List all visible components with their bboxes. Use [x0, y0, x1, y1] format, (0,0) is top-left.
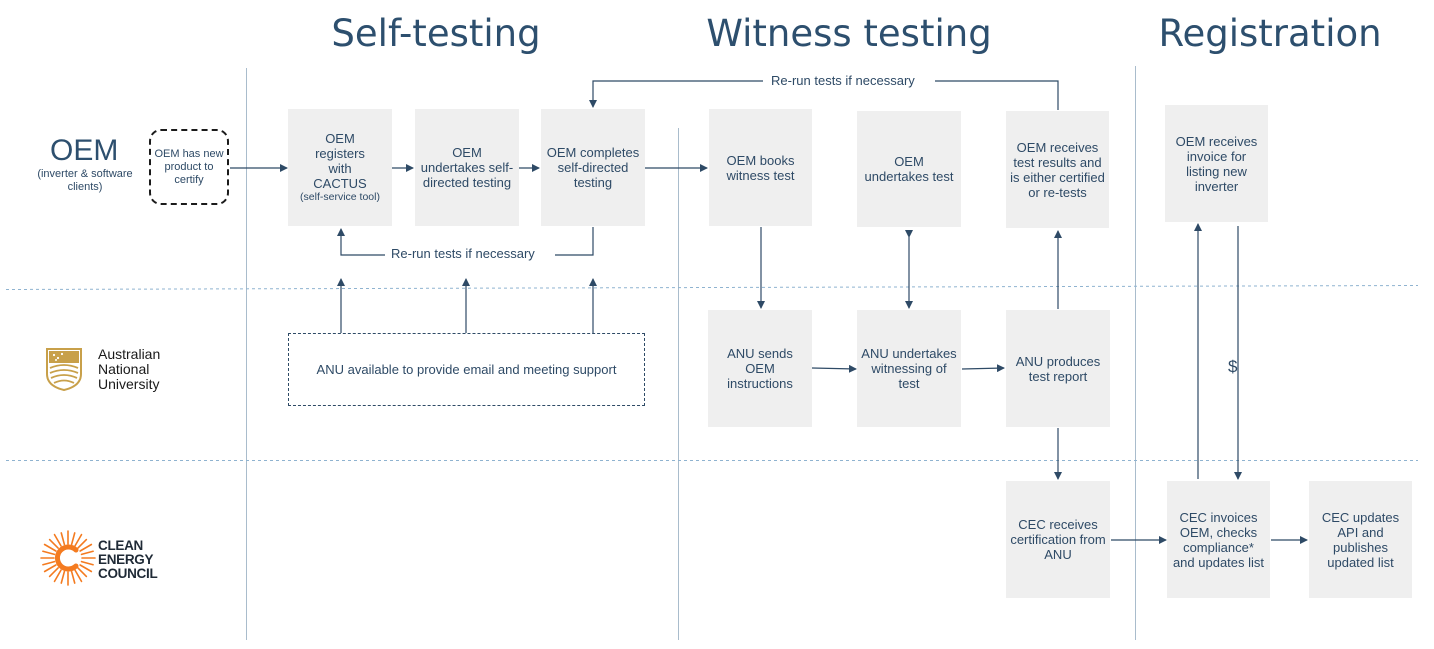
box-oem-receives-results: OEM receives test results and is either … — [1006, 111, 1109, 228]
heading-registration: Registration — [1158, 12, 1382, 55]
lane-oem-subtitle: (inverter & software clients) — [37, 168, 133, 193]
oem-new-product: OEM has new product to certify — [149, 129, 229, 205]
loop-rerun-top-arrow — [589, 80, 763, 108]
box-oem-undertakes-test: OEM undertakes test — [857, 111, 961, 227]
cec-sun-icon — [40, 530, 96, 586]
lane-divider-1 — [5, 285, 1419, 290]
label-rerun-self: Re-run tests if necessary — [385, 246, 541, 262]
arrow-witness-report — [961, 364, 1005, 373]
box-cec-invoices: CEC invoices OEM, checks compliance* and… — [1167, 481, 1270, 598]
heading-self-testing: Self-testing — [331, 12, 541, 55]
loop-rerun-self-arrow — [337, 228, 388, 256]
payment-symbol: $ — [1228, 357, 1238, 376]
box-cec-updates: CEC updates API and publishes updated li… — [1309, 481, 1412, 598]
box-oem-registers: OEM registers with CACTUS (self-service … — [288, 109, 392, 226]
box-anu-report: ANU produces test report — [1006, 310, 1110, 427]
anu-crest-icon — [46, 348, 82, 392]
box-oem-completes-self: OEM completes self-directed testing — [541, 109, 645, 226]
anu-logo-text: Australian National University — [98, 346, 161, 392]
cec-logo-text: CLEAN ENERGY COUNCIL — [98, 538, 158, 581]
box-oem-undertakes-self: OEM undertakes self-directed testing — [415, 109, 519, 226]
box-oem-books: OEM books witness test — [709, 109, 812, 226]
loop-rerun-top — [935, 80, 1059, 110]
box-anu-support: ANU available to provide email and meeti… — [288, 333, 645, 406]
box-anu-witness: ANU undertakes witnessing of test — [857, 310, 961, 427]
heading-witness-testing: Witness testing — [706, 12, 992, 55]
box-oem-registers-text: OEM registers with CACTUS — [313, 131, 367, 191]
arrow-sends-witness — [811, 364, 857, 373]
loop-rerun-self — [555, 227, 594, 256]
box-cec-receives: CEC receives certification from ANU — [1006, 481, 1110, 598]
lane-oem-title: OEM — [50, 134, 119, 167]
box-oem-invoice: OEM receives invoice for listing new inv… — [1165, 105, 1268, 222]
box-oem-registers-note: (self-service tool) — [300, 191, 380, 203]
label-rerun-top: Re-run tests if necessary — [765, 73, 921, 89]
box-anu-sends: ANU sends OEM instructions — [708, 310, 812, 427]
